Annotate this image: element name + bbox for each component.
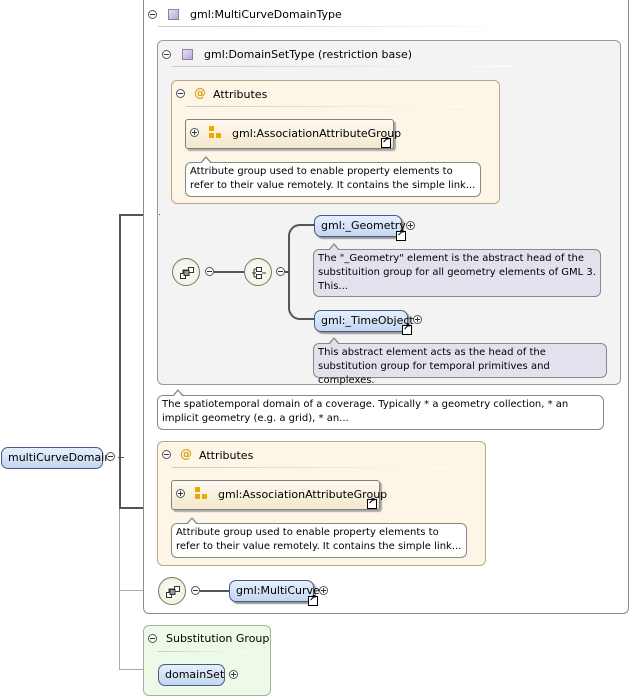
complex-type-icon <box>168 9 179 20</box>
separator <box>172 467 452 468</box>
element-label: gml:_Geometry <box>321 219 406 232</box>
expand-toggle[interactable] <box>229 670 238 679</box>
collapse-toggle[interactable] <box>148 10 157 19</box>
reference-arrow-icon[interactable] <box>367 497 377 509</box>
attribute-group-note: Attribute group used to enable property … <box>185 156 481 197</box>
collapse-toggle[interactable] <box>276 267 285 276</box>
choice-bracket <box>288 224 314 320</box>
separator <box>186 106 466 107</box>
connector <box>285 271 290 273</box>
connector <box>214 271 244 273</box>
element-domainset[interactable]: domainSet <box>158 664 225 686</box>
collapse-toggle[interactable] <box>148 634 157 643</box>
element-label: gml:_TimeObject <box>321 314 414 327</box>
separator <box>172 66 512 67</box>
attribute-group-label: gml:AssociationAttributeGroup <box>232 127 402 140</box>
complex-type-title: gml:MultiCurveDomainType <box>190 8 342 21</box>
expand-toggle[interactable] <box>319 586 328 595</box>
collapse-toggle[interactable] <box>162 450 171 459</box>
expand-toggle[interactable] <box>176 489 185 498</box>
complex-type-note: The spatiotemporal domain of a coverage.… <box>157 389 604 430</box>
at-sign-icon: @ <box>194 86 206 100</box>
root-element-label: multiCurveDomain <box>8 451 112 464</box>
choice-compositor-icon <box>252 267 266 279</box>
element-note: The "_Geometry" element is the abstract … <box>313 243 601 297</box>
collapse-toggle[interactable] <box>191 586 200 595</box>
attributes-title: Attributes <box>213 88 268 101</box>
collapse-toggle[interactable] <box>162 50 171 59</box>
element-label: gml:MultiCurve <box>236 584 320 597</box>
element-label: domainSet <box>165 668 225 681</box>
choice-compositor[interactable] <box>244 258 272 286</box>
substitution-group-title: Substitution Group <box>166 632 270 645</box>
separator <box>158 651 248 652</box>
root-element-multicurvedomain[interactable]: multiCurveDomain <box>1 447 111 469</box>
element-note: This abstract element acts as the head o… <box>313 337 607 386</box>
expand-toggle[interactable] <box>413 315 422 324</box>
sequence-compositor[interactable] <box>172 258 200 286</box>
collapse-toggle[interactable] <box>176 89 185 98</box>
sequence-compositor[interactable] <box>158 577 186 605</box>
sequence-compositor-icon <box>166 586 180 598</box>
attribute-group-label: gml:AssociationAttributeGroup <box>218 488 388 501</box>
reference-arrow-icon[interactable] <box>308 594 318 606</box>
connector <box>118 457 124 458</box>
separator <box>158 26 518 27</box>
reference-arrow-icon[interactable] <box>381 136 391 148</box>
base-type-title: gml:DomainSetType (restriction base) <box>204 48 413 61</box>
connector <box>200 590 230 592</box>
attribute-group-icon <box>195 487 207 499</box>
reference-arrow-icon[interactable] <box>402 323 412 335</box>
connector <box>159 214 160 215</box>
element-timeobject[interactable]: gml:_TimeObject <box>314 310 414 332</box>
element-multicurve[interactable]: gml:MultiCurve <box>229 580 320 602</box>
reference-arrow-icon[interactable] <box>396 229 406 241</box>
connector <box>119 590 159 591</box>
attribute-group-icon <box>209 126 221 138</box>
collapse-toggle[interactable] <box>205 267 214 276</box>
sequence-compositor-icon <box>180 267 194 279</box>
element-geometry[interactable]: gml:_Geometry <box>314 215 406 237</box>
collapse-toggle[interactable] <box>106 452 115 461</box>
complex-type-icon <box>182 49 193 60</box>
connector <box>119 509 120 669</box>
attribute-group-note: Attribute group used to enable property … <box>171 517 467 558</box>
attributes-title: Attributes <box>199 449 254 462</box>
expand-toggle[interactable] <box>406 221 415 230</box>
expand-toggle[interactable] <box>190 128 199 137</box>
at-sign-icon: @ <box>180 447 192 461</box>
connector <box>119 214 159 216</box>
connector <box>119 669 159 670</box>
connector <box>119 214 121 509</box>
